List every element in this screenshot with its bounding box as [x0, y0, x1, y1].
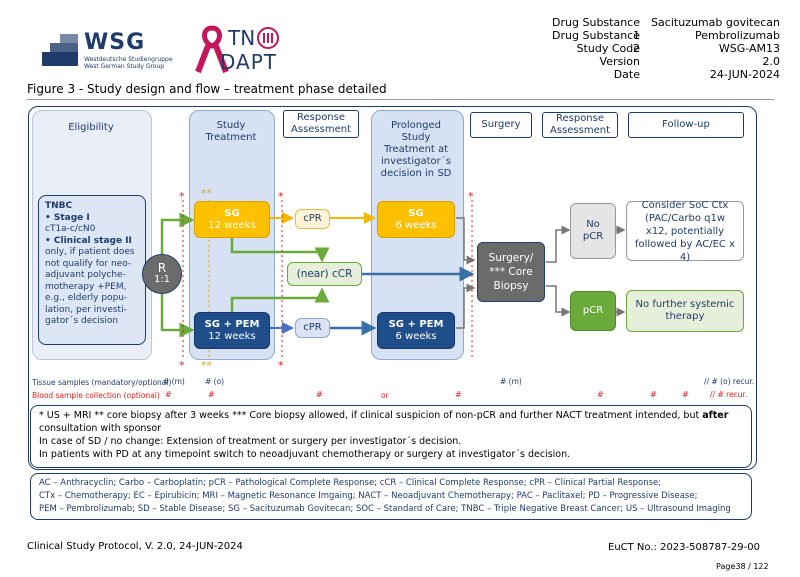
- response-header-1: Response Assessment: [283, 110, 359, 138]
- star-marker: *: [278, 359, 284, 372]
- soc-box: Consider SoC Ctx (PAC/Carbo q1w x12, pot…: [626, 200, 744, 263]
- abbreviations-line: PEM – Pembrolizumab; SD – Stable Disease…: [39, 504, 731, 514]
- meta-key: Study Code: [576, 42, 640, 55]
- notes-line-2: consultation with sponsor: [39, 423, 162, 434]
- eligibility-stage2-detail: only, if patient does not qualify for ne…: [45, 247, 135, 326]
- arm-sgpem-box: SG + PEM 12 weeks: [194, 312, 270, 349]
- abbreviations-line: CTx – Chemotherapy; EC – Epirubicin; MRI…: [39, 491, 698, 501]
- prolonged-sg-weeks: 6 weeks: [395, 219, 437, 231]
- notes-line-3: In case of SD / no change: Extension of …: [39, 436, 462, 447]
- footer-left: Clinical Study Protocol, V. 2.0, 24-JUN-…: [27, 541, 243, 552]
- eligibility-stage1: • Stage I: [45, 212, 90, 223]
- ccr-box: (near) cCR: [287, 262, 362, 286]
- arm-sg-weeks: 12 weeks: [208, 219, 256, 231]
- roman-three-icon: [257, 27, 279, 49]
- tissue-label: Tissue samples (mandatory/optional): [32, 378, 172, 387]
- notes-line-4: In patients with PD at any timepoint swi…: [39, 449, 571, 460]
- randomization-circle: R 1:1: [142, 254, 182, 294]
- eligibility-header: Eligibility: [68, 122, 114, 133]
- tn-logo-line2: DAPT: [220, 50, 278, 74]
- blood-label: Blood sample collection (optional): [32, 391, 160, 400]
- meta-value: Pembrolizumab: [694, 29, 780, 42]
- ribbon-icon: [195, 25, 229, 74]
- blood-sample: #: [682, 390, 689, 399]
- prolonged-sgpem-weeks: 6 weeks: [395, 330, 437, 342]
- star-marker: *: [179, 359, 185, 372]
- notes-line-1b: after: [702, 410, 729, 421]
- randomization-ratio: 1:1: [153, 274, 171, 285]
- divider: [27, 99, 774, 100]
- notes-line-1a: * US + MRI ** core biopsy after 3 weeks …: [39, 410, 703, 421]
- blood-sample: #: [650, 390, 657, 399]
- prolonged-sgpem-name: SG + PEM: [388, 318, 444, 330]
- meta-value: Sacituzumab govitecan: [651, 16, 780, 29]
- wsg-logo-sub1: Westdeutsche Studiengruppe: [84, 56, 173, 63]
- meta-key: Version: [599, 55, 640, 68]
- blood-sample-recur: // # recur.: [710, 390, 748, 399]
- eligibility-box: TNBC • Stage I cT1a-c/cN0 • Clinical sta…: [38, 195, 146, 345]
- randomization-label: R: [157, 261, 167, 275]
- eligibility-title: TNBC: [45, 201, 73, 211]
- response-header-2: Response Assessment: [542, 112, 618, 138]
- abbreviations-box: AC – Anthracyclin; Carbo – Carboplatin; …: [30, 473, 752, 520]
- meta-value: WSG-AM13: [718, 42, 780, 55]
- meta-key: Drug Substance 2: [552, 29, 640, 55]
- prolonged-header: Prolonged Study Treatment at investigato…: [380, 120, 452, 179]
- tissue-sample-m1: # (m): [163, 377, 185, 386]
- arm-sgpem-name: SG + PEM: [204, 318, 260, 330]
- notes-box: * US + MRI ** core biopsy after 3 weeks …: [30, 405, 752, 468]
- tissue-sample-recur: // # (o) recur.: [704, 377, 755, 386]
- star-marker: *: [179, 190, 185, 203]
- page-number: Page38 / 122: [716, 562, 769, 571]
- star-marker: *: [278, 190, 284, 203]
- no-pcr-box: No pCR: [570, 203, 616, 259]
- double-star-marker: **: [201, 359, 212, 372]
- blood-sample: #: [455, 390, 462, 399]
- tissue-sample-m2: # (m): [500, 377, 522, 386]
- no-further-box: No further systemic therapy: [626, 290, 744, 332]
- star-marker: *: [468, 190, 474, 203]
- pcr-box: pCR: [570, 291, 616, 331]
- cpr-box-1: cPR: [295, 209, 330, 229]
- wsg-logo-mark: [42, 34, 78, 66]
- meta-key: Date: [613, 68, 640, 81]
- notes-line-1: * US + MRI ** core biopsy after 3 weeks …: [39, 409, 743, 422]
- abbreviations-line: AC – Anthracyclin; Carbo – Carboplatin; …: [39, 478, 662, 488]
- eligibility-stage2: • Clinical stage II: [45, 235, 132, 246]
- tn-logo-line1: TN: [228, 26, 256, 50]
- blood-sample-or: or: [381, 391, 389, 400]
- prolonged-sg-name: SG: [408, 207, 424, 219]
- study-treatment-header: Study Treatment: [205, 120, 257, 143]
- cpr-box-2: cPR: [295, 318, 330, 338]
- wsg-logo-text: WSG: [84, 30, 146, 55]
- prolonged-sg-box: SG 6 weeks: [377, 201, 455, 238]
- blood-sample: #: [316, 390, 323, 399]
- double-star-marker: **: [201, 187, 212, 200]
- eligibility-stage1-detail: cT1a-c/cN0: [45, 224, 96, 234]
- blood-sample: #: [597, 390, 604, 399]
- tissue-sample-o: # (o): [205, 377, 225, 386]
- arm-sg-name: SG: [224, 207, 240, 219]
- wsg-logo: [42, 30, 78, 66]
- arm-sg-box: SG 12 weeks: [194, 201, 270, 238]
- wsg-logo-sub2: West German Study Group: [84, 63, 165, 70]
- prolonged-sgpem-box: SG + PEM 6 weeks: [377, 312, 455, 349]
- meta-value: 2.0: [762, 55, 781, 68]
- footer-right: EuCT No.: 2023-508787-29-00: [608, 542, 760, 553]
- arm-sgpem-weeks: 12 weeks: [208, 330, 256, 342]
- meta-value: 24-JUN-2024: [709, 68, 780, 81]
- diagram-frame: [28, 106, 757, 470]
- blood-sample: #: [165, 390, 172, 399]
- followup-header: Follow-up: [628, 112, 744, 138]
- surgery-header: Surgery: [470, 112, 532, 138]
- document-meta: Drug Substance 1 Sacituzumab govitecan D…: [550, 16, 780, 81]
- blood-sample: #: [208, 390, 215, 399]
- figure-title: Figure 3 - Study design and flow – treat…: [27, 82, 387, 96]
- surgery-box: Surgery/ *** Core Biopsy: [477, 242, 545, 302]
- meta-key: Drug Substance 1: [552, 16, 640, 42]
- tnadapt-logo: TN DAPT: [194, 24, 294, 76]
